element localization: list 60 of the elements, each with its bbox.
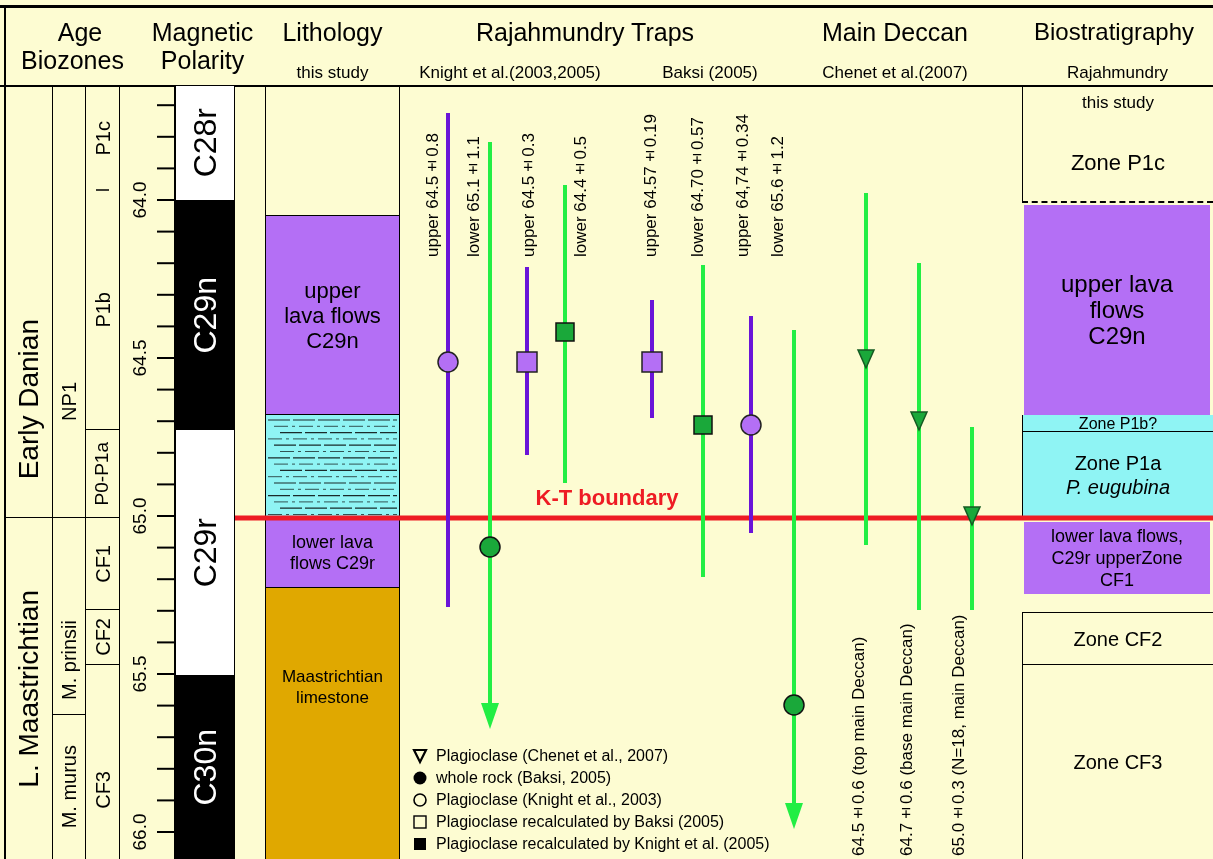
age-label: upper 64.5±0.8 (422, 133, 442, 257)
column-heading: Main Deccan (821, 18, 969, 46)
reversed-polarity-band: C29n (175, 200, 235, 430)
biozone-cell: NP1 (53, 86, 86, 518)
age-cell: Early Danian (5, 86, 53, 518)
age-label: lower 64.4±0.5 (570, 135, 590, 257)
age-cell: L. Maastrichtian (5, 518, 53, 859)
column-subheading: Knight et al.(2003,2005) (418, 62, 602, 84)
biozone-box: Zone P1a P. eugubina (1022, 432, 1213, 518)
lava-flow-zone: upper lava flows C29n (1024, 205, 1210, 415)
column-subheading: Baksi (2005) (661, 62, 759, 84)
age-label: 64.7±0.6 (base main Deccan) (896, 623, 916, 856)
age-label: upper 64.5±0.3 (518, 133, 538, 257)
biozone-cell: M. prinsii (53, 518, 86, 715)
legend-text: Plagioclase (Knight et al., 2003) (436, 789, 662, 810)
column-heading: Biozones (20, 46, 125, 74)
limestone-layer: Maastrichtian limestone (265, 588, 400, 859)
age-label: upper 64,74±0.34 (732, 114, 752, 257)
biozone-cell: M. murus (53, 715, 86, 859)
age-label: lower 65.6±1.2 (767, 135, 787, 257)
age-tick-label: 65.0 (130, 497, 150, 535)
column-subheading: this study (295, 62, 370, 84)
biozone-cell: P0-P1a (86, 430, 120, 518)
biozone-cell: P1c (86, 86, 120, 190)
age-label: lower 65.1±1.1 (463, 135, 483, 257)
legend-text: Plagioclase recalculated by Baksi (2005) (436, 811, 725, 832)
lava-flow-zone: lower lava flows, C29r upperZone CF1 (1024, 522, 1210, 594)
age-tick-label: 64.0 (130, 181, 150, 219)
age-tick-label: 64.5 (130, 339, 150, 377)
column-heading: Biostratigraphy (1032, 18, 1196, 46)
legend-text: Plagioclase (Chenet et al., 2007) (436, 745, 669, 766)
age-tick-label: 65.5 (130, 655, 150, 693)
hatched-sediment-layer (265, 415, 400, 518)
age-label: lower 64.70±0.57 (687, 117, 707, 257)
biozone-box: Zone CF2 (1022, 612, 1213, 665)
column-heading: Age (56, 18, 104, 46)
legend-text: whole rock (Baksi, 2005) (436, 767, 612, 788)
age-label: upper 64.57±0.19 (640, 114, 660, 257)
column-subheading: Chenet et al.(2007) (821, 62, 969, 84)
column-heading: Lithology (281, 18, 384, 46)
age-tick-label: 66.0 (130, 813, 150, 851)
biozone-box: this study Zone P1c (1022, 86, 1213, 202)
boundary-label: K-T boundary (535, 483, 679, 512)
age-label: 65.0±0.3 (N=18, main Deccan) (948, 614, 968, 856)
biozone-cell: CF3 (86, 665, 120, 859)
normal-polarity-band: C29r (175, 430, 235, 675)
biozone-box: Zone P1b? (1022, 415, 1213, 432)
reversed-polarity-band: C30n (175, 675, 235, 859)
biozone-cell: CF2 (86, 610, 120, 665)
column-heading: Magnetic Polarity (150, 18, 255, 74)
lava-flow-layer: upper lava flows C29n (265, 215, 400, 415)
column-heading: Rajahmundry Traps (474, 18, 696, 46)
column-subheading: Rajahmundry (1065, 62, 1170, 84)
lava-flow-layer: lower lava flows C29r (265, 518, 400, 588)
biozone-box: Zone CF3 (1022, 665, 1213, 859)
biozone-cell: P1b (86, 190, 120, 430)
legend-text: Plagioclase recalculated by Knight et al. (2005) (436, 833, 770, 854)
normal-polarity-band: C28r (175, 86, 235, 200)
biozone-cell: CF1 (86, 518, 120, 610)
age-label: 64.5±0.6 (top main Deccan) (848, 636, 868, 856)
